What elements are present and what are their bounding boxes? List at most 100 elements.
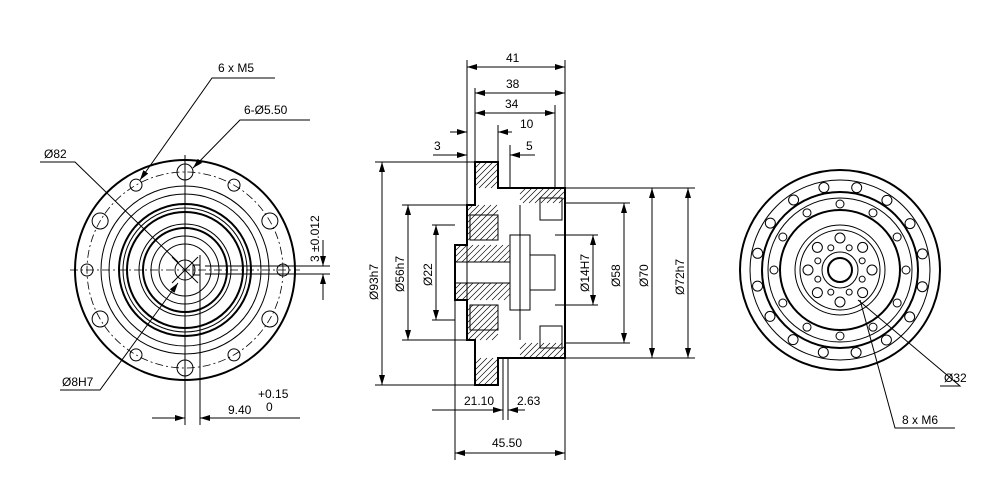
dim-5: 5	[526, 139, 533, 153]
bolt-hole	[752, 247, 764, 259]
dim-2-63: 2.63	[517, 394, 541, 408]
dim-72h7: Ø72h7	[673, 259, 687, 295]
hatch-line	[534, 187, 551, 204]
hatch-line	[454, 244, 462, 252]
hatch-line	[497, 249, 511, 263]
hatch-line	[519, 342, 527, 350]
hatch-line	[485, 282, 504, 301]
bolt-hole	[802, 322, 812, 332]
front-view-right: Ø32 8 x M6	[739, 169, 967, 429]
dim-14h7: Ø14H7	[578, 254, 592, 292]
pin-hole	[845, 288, 853, 296]
bore-diameter-label: Ø8H7	[62, 375, 94, 389]
dim-34: 34	[505, 97, 519, 111]
hatch-line	[485, 227, 499, 241]
pin-hole	[845, 244, 853, 252]
thread-hole	[834, 232, 846, 244]
bolt-hole	[818, 182, 830, 194]
hatch-line	[473, 282, 492, 301]
hatch-line	[467, 244, 486, 263]
bolt-hole	[129, 178, 143, 192]
bolt-hole	[176, 359, 194, 377]
hatch-line	[474, 161, 488, 175]
hatch-line	[455, 244, 474, 263]
hatch-line	[479, 282, 498, 301]
hatch-line	[478, 168, 499, 189]
bolt-hole	[227, 178, 241, 192]
hatch-line	[473, 315, 499, 341]
hatch-line	[540, 187, 557, 204]
thread-hole	[866, 264, 878, 276]
bolt-hole	[787, 334, 799, 346]
bolt-holes	[752, 182, 928, 358]
bolt-hole	[276, 263, 290, 277]
hatch-line	[473, 215, 499, 241]
bolt-hole	[892, 298, 902, 308]
bolt-hole	[227, 348, 241, 362]
front-view-left: 6 x M5 6-Ø5.50 Ø82 Ø8H7 3 ±0.012 9.40 +0…	[40, 61, 330, 425]
hatch-line	[503, 255, 511, 263]
hatch-line	[474, 357, 494, 377]
bolt-hole	[91, 310, 109, 328]
hatch-line	[455, 282, 474, 301]
dim-56h7: Ø56h7	[393, 256, 407, 292]
hatch-line	[483, 370, 499, 386]
hatch-line	[489, 376, 499, 386]
hatch-line	[479, 221, 499, 241]
bolt-hole	[835, 199, 845, 209]
hatch-line	[466, 204, 474, 212]
dim-22: Ø22	[421, 263, 435, 286]
hatch-line	[491, 282, 510, 301]
hatch-line	[479, 244, 498, 263]
key-depth-label: 9.40	[228, 403, 252, 417]
dim-3: 3	[434, 139, 441, 153]
bolt-hole	[868, 208, 878, 218]
key-width-label: 3 ±0.012	[308, 215, 322, 262]
bolt-hole	[916, 248, 928, 260]
pin-hole	[814, 257, 822, 265]
thread-hole	[811, 241, 823, 253]
bolt-hole	[881, 194, 893, 206]
pin-hole	[814, 275, 822, 283]
thread-hole	[802, 264, 814, 276]
hatch-line	[466, 304, 486, 324]
hatch-line	[477, 364, 499, 386]
hatch-line	[491, 333, 499, 341]
bolt-hole	[778, 298, 788, 308]
hatch-line	[490, 180, 499, 189]
hatch-line	[454, 244, 468, 258]
hatch-line	[546, 342, 563, 359]
right-diameter-label: Ø32	[944, 371, 967, 385]
bolt-hole	[850, 346, 862, 358]
hatch-line	[466, 204, 492, 230]
dim-10: 10	[520, 117, 534, 131]
bolt-hole	[261, 310, 279, 328]
bolt-hole	[769, 265, 779, 275]
hatch-line	[491, 233, 499, 241]
bolt-holes	[80, 163, 290, 377]
hatch-line	[466, 204, 498, 236]
hatch-line	[467, 282, 486, 301]
bolt-hole	[901, 265, 911, 275]
bolt-hole	[904, 311, 916, 323]
hatch-line	[519, 187, 533, 201]
pin-hole	[858, 275, 866, 283]
hatch-line	[519, 187, 527, 195]
right-thread-callout: 8 x M6	[902, 413, 938, 427]
hatch-line	[558, 196, 566, 204]
hatch-line	[546, 187, 563, 204]
dim-58: Ø58	[609, 264, 623, 287]
pin-hole	[827, 288, 835, 296]
hatch-line	[454, 282, 468, 296]
dim-38: 38	[506, 77, 520, 91]
bolt-hole	[817, 346, 829, 358]
bolt-hole	[778, 232, 788, 242]
bolt-hole	[868, 322, 878, 332]
hole-callout-label: 6-Ø5.50	[244, 103, 288, 117]
hatch-line	[485, 327, 499, 341]
dim-41: 41	[506, 51, 520, 65]
hatch-line	[474, 162, 499, 187]
hatch-line	[454, 282, 462, 290]
hatch-line	[495, 382, 499, 386]
